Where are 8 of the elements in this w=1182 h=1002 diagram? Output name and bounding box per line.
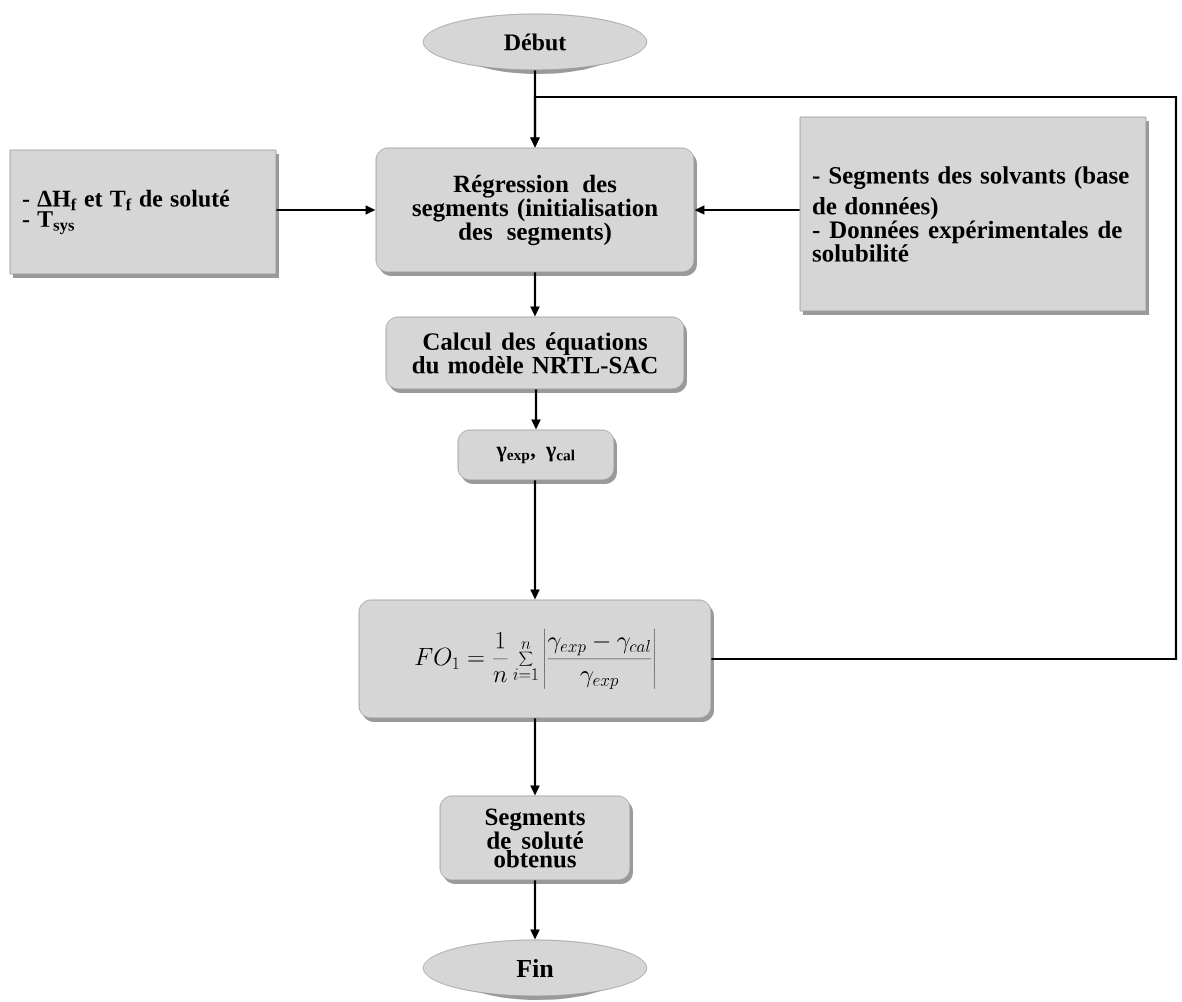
process-box: Régression des segments (initialisation des segments) bbox=[375, 147, 697, 276]
arrow bbox=[530, 95, 1178, 661]
input-box: - Segments des solvants (base de données) - Données expérimentales de solubilité bbox=[799, 116, 1149, 315]
process-box: Calcul des équations du modèle NRTL-SAC bbox=[385, 316, 687, 393]
input-box: - ΔH$_{f}$ et T$_{f}$ de soluté - T$_{sys}$ bbox=[9, 149, 279, 278]
process-box: γ$_{exp}$, γ$_{cal}$ bbox=[457, 429, 617, 484]
process-box: Segments de soluté obtenus bbox=[439, 795, 633, 884]
process-box: $FO_1=\frac{1}{n}\sum_{i=1}^{n}\left|\frac{\gamma_{exp}-\gamma_{cal}}{\gamma_{exp}}\right|$ bbox=[358, 599, 714, 722]
